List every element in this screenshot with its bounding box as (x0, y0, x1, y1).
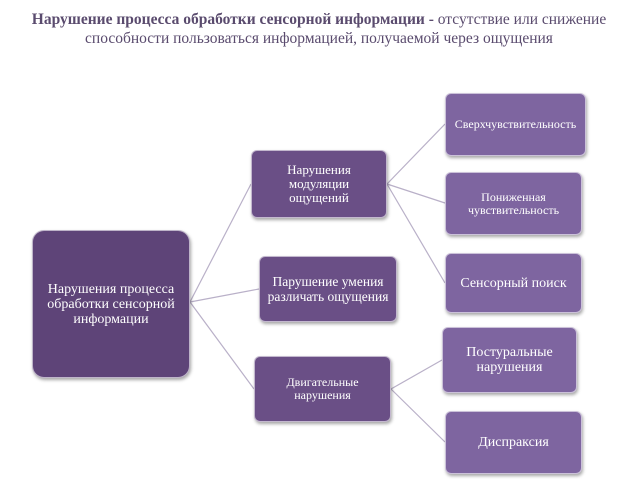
connector-root-discrimination (189, 288, 260, 303)
node-line: Сверхчувствительность (454, 117, 577, 131)
node-discrimination: Парушение умения различать ощущения (259, 256, 397, 322)
connector-modulation-hyper (386, 123, 446, 185)
node-line: Двигательные (286, 375, 359, 389)
node-motor: Двигательные нарушения (254, 356, 391, 422)
node-line: Сенсорный поиск (460, 275, 567, 291)
connector-root-modulation (189, 183, 252, 303)
node-line: чувствительность (467, 202, 560, 217)
node-dyspraxia: Диспраксия (445, 411, 582, 474)
connector-modulation-seeking (386, 183, 446, 284)
node-line: ощущений (289, 190, 349, 205)
title-rest: отсутствие или снижение способности поль… (85, 11, 607, 47)
node-line: модуляции (288, 176, 350, 191)
root-line: обработки сенсорной (47, 296, 175, 312)
node-sensory-seeking: Сенсорный поиск (445, 253, 582, 313)
connector-modulation-hypo (386, 183, 446, 204)
connector-motor-dyspraxia (390, 388, 446, 443)
node-line: нарушения (476, 360, 543, 375)
node-line: Парушение умения (272, 274, 384, 289)
connector-motor-postural (390, 359, 443, 390)
node-hyposensitivity: Пониженная чувствительность (445, 172, 582, 235)
diagram-title: Нарушение процесса обработки сенсорной и… (0, 10, 638, 48)
node-line: нарушения (294, 388, 351, 402)
node-postural: Постуральные нарушения (442, 327, 577, 393)
root-line: Нарушения процесса (47, 281, 175, 297)
node-line: Диспраксия (478, 435, 549, 450)
node-modulation: Нарушения модуляции ощущений (251, 150, 387, 218)
connector-root-motor (189, 301, 255, 390)
node-line: Нарушения (287, 162, 351, 177)
node-line: Пониженная (481, 189, 546, 204)
title-bold: Нарушение процесса обработки сенсорной и… (31, 11, 434, 28)
node-line: Постуральные (466, 345, 553, 360)
root-node: Нарушения процесса обработки сенсорной и… (32, 230, 190, 378)
node-line: различать ощущения (267, 289, 389, 304)
node-hypersensitivity: Сверхчувствительность (445, 93, 586, 156)
root-line: информации (73, 311, 149, 327)
